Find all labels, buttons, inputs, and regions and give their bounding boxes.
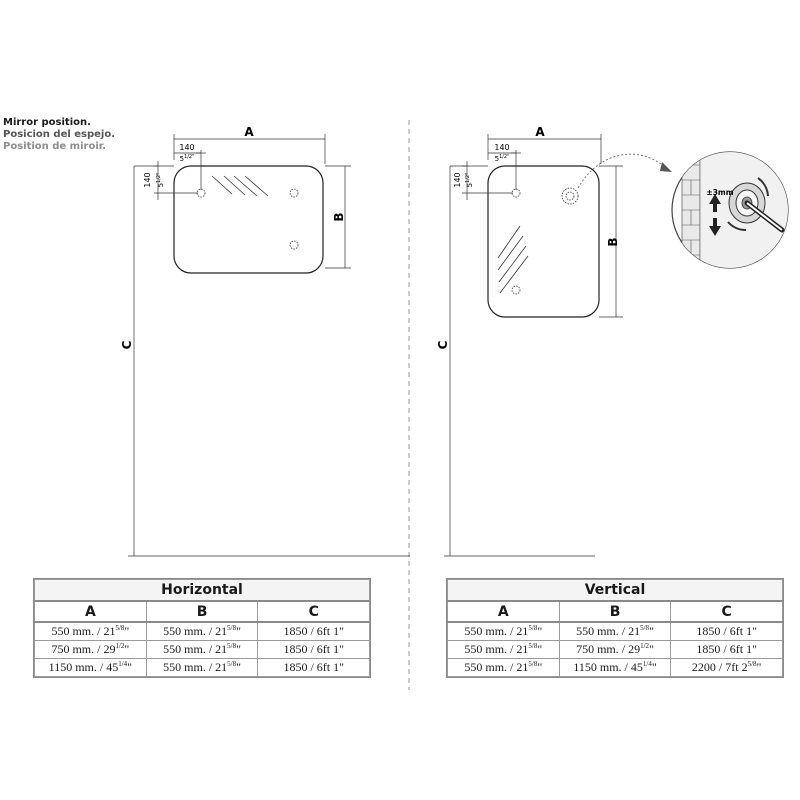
mounting-hole-icon (289, 240, 299, 250)
vertical-mirror (487, 165, 600, 318)
mounting-hole-icon (511, 188, 521, 198)
dimension-a-label: A (244, 125, 254, 139)
table-cell: 550 mm. / 215/8" (145, 621, 259, 641)
arrow-up-icon (709, 194, 721, 204)
table-cell: 1150 mm. / 451/4" (34, 658, 147, 677)
table-cell: 1150 mm. / 451/4" (558, 658, 672, 677)
offset-inch-label: 51/2" (495, 154, 510, 163)
heading-spanish: Posicion del espejo. (3, 129, 116, 140)
table-cell: 550 mm. / 215/8" (145, 640, 259, 659)
dimension-c-label: C (120, 340, 134, 349)
mirror-glare-lines (497, 225, 529, 294)
table-row: 550 mm. / 215/8" 750 mm. / 291/2" 1850 /… (447, 640, 783, 659)
heading-english: Mirror position. (3, 117, 91, 128)
mounting-hole-icon (565, 191, 575, 201)
table-cell: 550 mm. / 215/8" (447, 640, 560, 659)
adjustment-detail-callout: ±3mm (671, 151, 789, 269)
column-header-a: A (34, 600, 147, 623)
table-row: 550 mm. / 215/8" 1150 mm. / 451/4" 2200 … (447, 658, 783, 677)
offset-mm-label: 140 (179, 143, 194, 152)
mirror-position-heading: Mirror position. Posicion del espejo. Po… (3, 117, 115, 153)
column-header-a: A (447, 600, 560, 623)
table-cell: 2200 / 7ft 25/8" (670, 658, 783, 677)
horizontal-table-title: Horizontal (34, 579, 370, 602)
column-header-c: C (670, 600, 783, 623)
table-cell: 550 mm. / 215/8" (34, 621, 147, 641)
vertical-offset-inch-label: 51/2" (156, 173, 165, 188)
table-row: 550 mm. / 215/8" 550 mm. / 215/8" 1850 /… (34, 621, 370, 641)
horizontal-size-table: Horizontal A B C 550 mm. / 215/8" 550 mm… (34, 579, 370, 677)
vertical-mount-diagram: A 140 51/2" 140 51/2" B C (436, 125, 789, 557)
table-cell: 550 mm. / 215/8" (558, 621, 672, 641)
arrow-down-icon (709, 226, 721, 236)
table-cell: 1850 / 6ft 1" (257, 640, 370, 659)
column-header-c: C (257, 600, 370, 623)
table-cell: 750 mm. / 291/2" (558, 640, 672, 659)
mounting-hole-icon (289, 188, 299, 198)
table-cell: 550 mm. / 215/8" (447, 621, 560, 641)
mounting-hole-icon (196, 188, 206, 198)
offset-inch-label: 51/2" (180, 154, 195, 163)
table-cell: 1850 / 6ft 1" (257, 621, 370, 641)
mounting-hole-icon (511, 285, 521, 295)
dimension-b-label: B (332, 212, 346, 221)
horizontal-mirror (173, 165, 324, 274)
table-row: 750 mm. / 291/2" 550 mm. / 215/8" 1850 /… (34, 640, 370, 659)
table-row: 1150 mm. / 451/4" 550 mm. / 215/8" 1850 … (34, 658, 370, 677)
table-cell: 1850 / 6ft 1" (670, 640, 783, 659)
column-header-b: B (145, 600, 259, 623)
callout-arrowhead-icon (660, 162, 672, 172)
column-header-b: B (558, 600, 672, 623)
table-cell: 1850 / 6ft 1" (257, 658, 370, 677)
vertical-size-table: Vertical A B C 550 mm. / 215/8" 550 mm. … (447, 579, 783, 677)
callout-arrow (577, 153, 667, 189)
table-cell: 750 mm. / 291/2" (34, 640, 147, 659)
mirror-glare-lines (211, 175, 269, 197)
table-cell: 550 mm. / 215/8" (145, 658, 259, 677)
vertical-offset-mm-label: 140 (143, 172, 152, 187)
adjustment-hole-icon (561, 187, 579, 205)
table-row: 550 mm. / 215/8" 550 mm. / 215/8" 1850 /… (447, 621, 783, 641)
horizontal-mount-diagram: A 140 51/2" 140 51/2" B C (120, 125, 410, 557)
dimension-b-label: B (606, 237, 620, 246)
table-cell: 1850 / 6ft 1" (670, 621, 783, 641)
dimension-c-label: C (436, 340, 450, 349)
dimension-a-label: A (535, 125, 545, 139)
adjustment-tolerance-label: ±3mm (706, 188, 733, 197)
heading-french: Position de miroir. (3, 141, 107, 152)
vertical-offset-mm-label: 140 (453, 172, 462, 187)
vertical-offset-inch-label: 51/2" (465, 173, 474, 188)
offset-mm-label: 140 (494, 143, 509, 152)
vertical-table-title: Vertical (447, 579, 783, 602)
table-cell: 550 mm. / 215/8" (447, 658, 560, 677)
